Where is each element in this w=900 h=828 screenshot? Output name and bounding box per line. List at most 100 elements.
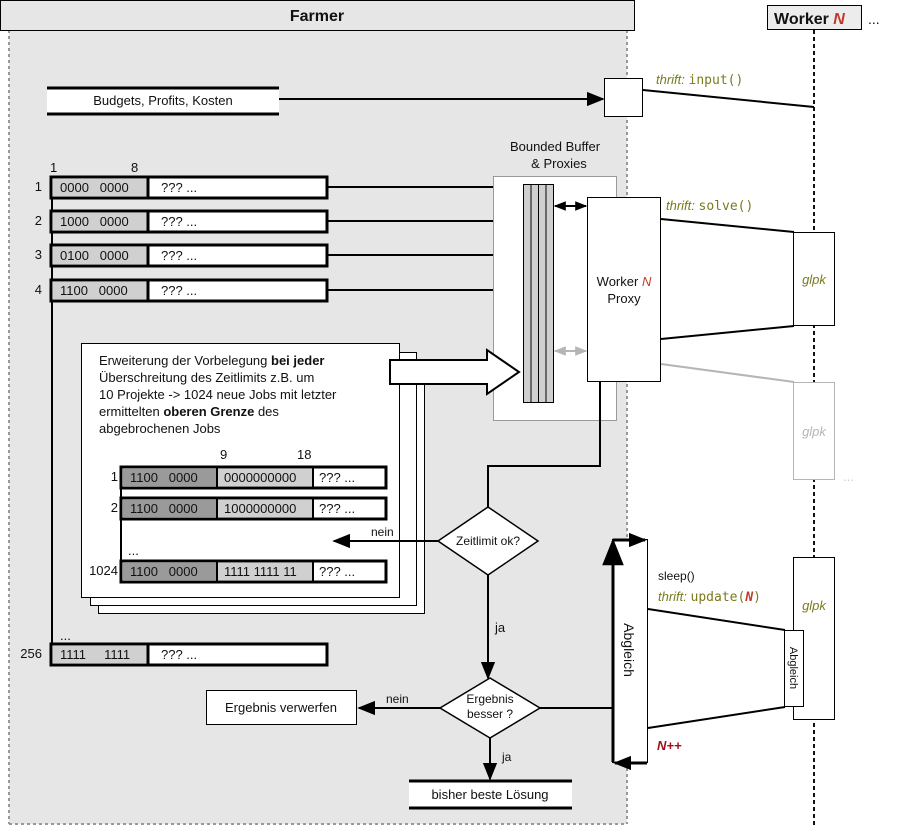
job-bits: 1000 0000 xyxy=(60,214,129,229)
subjob-bits-b: 1000000000 xyxy=(224,501,296,516)
subjob-bits-a: 1100 0000 xyxy=(130,470,198,485)
subjob-rest: ??? ... xyxy=(319,564,355,579)
job-row-last-entry: 256 1111 1111 ??? ... xyxy=(20,642,329,667)
extension-note-text: Erweiterung der Vorbelegung bei jederÜbe… xyxy=(99,353,337,436)
worker-sync-box xyxy=(784,630,804,707)
best-solution-label: bisher beste Lösung xyxy=(431,787,548,802)
bounded-buffer xyxy=(523,184,554,403)
job-rest: ??? ... xyxy=(161,647,197,662)
job-bits-cell xyxy=(53,213,147,230)
subjob-bits-a: 1100 0000 xyxy=(130,501,198,516)
worker-title: Worker N xyxy=(774,11,845,28)
job-bits-cell xyxy=(53,646,147,663)
sub-bit-header-a: 9 xyxy=(220,447,227,462)
subjob-index: 1024 xyxy=(89,563,118,578)
subjob-row: 1024 1100 0000 1111 1111 11 ??? ... xyxy=(89,559,388,584)
subjob-rest: ??? ... xyxy=(319,470,355,485)
thrift-update-call: thrift: update(N) xyxy=(658,589,761,605)
subjob-bits-b-cell xyxy=(218,469,312,486)
job-index: 2 xyxy=(35,213,42,228)
subjob-list: 1 1100 0000 0000000000 ??? ... 2 1100 0000 100… xyxy=(89,465,388,584)
subjob-bits-b: 1111 1111 11 xyxy=(224,564,297,579)
subjob-row: 2 1100 0000 1000000000 ??? ... xyxy=(111,496,388,521)
job-row: 3 0100 0000 ??? ... xyxy=(35,243,524,268)
subjobs-ellipsis: ... xyxy=(128,543,139,558)
timelimit-yes-label: ja xyxy=(494,620,506,635)
worker-proxy-label-line2: Proxy xyxy=(607,291,641,306)
job-bits: 0100 0000 xyxy=(60,248,129,263)
job-index: 3 xyxy=(35,247,42,262)
subjob-row: 1 1100 0000 0000000000 ??? ... xyxy=(111,465,388,490)
job-rest: ??? ... xyxy=(161,283,197,298)
solver-label: glpk xyxy=(802,272,827,287)
note-line: ermittelten oberen Grenze des xyxy=(99,404,279,419)
subjob-bits-a: 1100 0000 xyxy=(130,564,198,579)
farmer-title: Farmer xyxy=(290,8,344,25)
worker-proxy xyxy=(587,197,661,382)
discard-box xyxy=(206,690,357,725)
job-rest: ??? ... xyxy=(161,248,197,263)
result-yes-label: ja xyxy=(501,750,512,764)
note-line: abgebrochenen Jobs xyxy=(99,421,221,436)
note-line: Überschreitung des Zeitlimits z.B. um xyxy=(99,370,314,385)
worker-more: ... xyxy=(868,11,880,27)
result-no-label: nein xyxy=(386,692,409,706)
thrift-input-call: thrift: input() xyxy=(656,72,743,88)
subjob-bits-b-cell xyxy=(218,563,312,580)
job-row: 2 1000 0000 ??? ... xyxy=(35,209,524,234)
extension-arrow xyxy=(389,348,521,396)
job-bits: 0000 0000 xyxy=(60,180,129,195)
farmer-sync-label: Abgleich xyxy=(621,623,637,677)
subjob-index: 2 xyxy=(111,500,118,515)
job-rest: ??? ... xyxy=(161,214,197,229)
job-bits-cell xyxy=(53,282,147,299)
farmer-header xyxy=(0,0,635,31)
worker-header xyxy=(767,5,862,30)
timelimit-no-label: nein xyxy=(371,525,394,539)
ghost-solver-label: glpk xyxy=(802,424,827,439)
jobs-ellipsis: ... xyxy=(60,628,71,643)
subjob-rest: ??? ... xyxy=(319,501,355,516)
buffer-label-line1: Bounded Buffer xyxy=(510,139,601,154)
job-bits: 1100 0000 xyxy=(60,283,128,298)
job-rest: ??? ... xyxy=(161,180,197,195)
bit-header-end: 8 xyxy=(131,160,138,175)
sub-bit-header-b: 18 xyxy=(297,447,311,462)
input-call-line xyxy=(642,89,815,108)
best-solution-box xyxy=(409,781,572,808)
job-index: 4 xyxy=(35,282,42,297)
job-index: 1 xyxy=(35,179,42,194)
decision-timelimit-label: Zeitlimit ok? xyxy=(456,534,520,548)
subjob-bits-a-cell xyxy=(123,563,216,580)
subjob-bits-a-cell xyxy=(123,500,216,517)
buffer-label-line2: & Proxies xyxy=(531,156,587,171)
bit-header-start: 1 xyxy=(50,160,57,175)
job-bits: 1111 1111 xyxy=(60,647,130,662)
solver-label-update: glpk xyxy=(802,598,827,613)
job-list: 1 0000 0000 ??? ... 2 1000 0000 ??? ... 3 0100 … xyxy=(35,175,524,303)
decision-result-label-line2: besser ? xyxy=(467,707,513,721)
inputs-box xyxy=(47,87,279,114)
inputs-box-label: Budgets, Profits, Kosten xyxy=(93,93,232,108)
input-port xyxy=(604,78,643,117)
job-row: 4 1100 0000 ??? ... xyxy=(35,278,524,303)
sleep-call: sleep() xyxy=(658,569,695,583)
job-row-last: 256 1111 1111 ??? ... xyxy=(20,642,329,667)
job-bits-cell xyxy=(53,247,147,264)
thrift-solve-call: thrift: solve() xyxy=(666,198,753,214)
subjob-index: 1 xyxy=(111,469,118,484)
increment-label: N++ xyxy=(657,738,682,753)
ghost-more: ... xyxy=(843,469,854,484)
discard-box-label: Ergebnis verwerfen xyxy=(225,700,337,715)
job-row: 1 0000 0000 ??? ... xyxy=(35,175,524,200)
worker-proxy-label: Worker N xyxy=(597,274,652,289)
job-index: 256 xyxy=(20,646,42,661)
worker-sync-label: Abgleich xyxy=(787,647,799,689)
decision-result-label-line1: Ergebnis xyxy=(466,692,513,706)
subjob-bits-b: 0000000000 xyxy=(224,470,296,485)
ghost-solver-box xyxy=(793,382,835,480)
subjob-bits-a-cell xyxy=(123,469,216,486)
job-bits-cell xyxy=(53,179,147,196)
subjob-bits-b-cell xyxy=(218,500,312,517)
